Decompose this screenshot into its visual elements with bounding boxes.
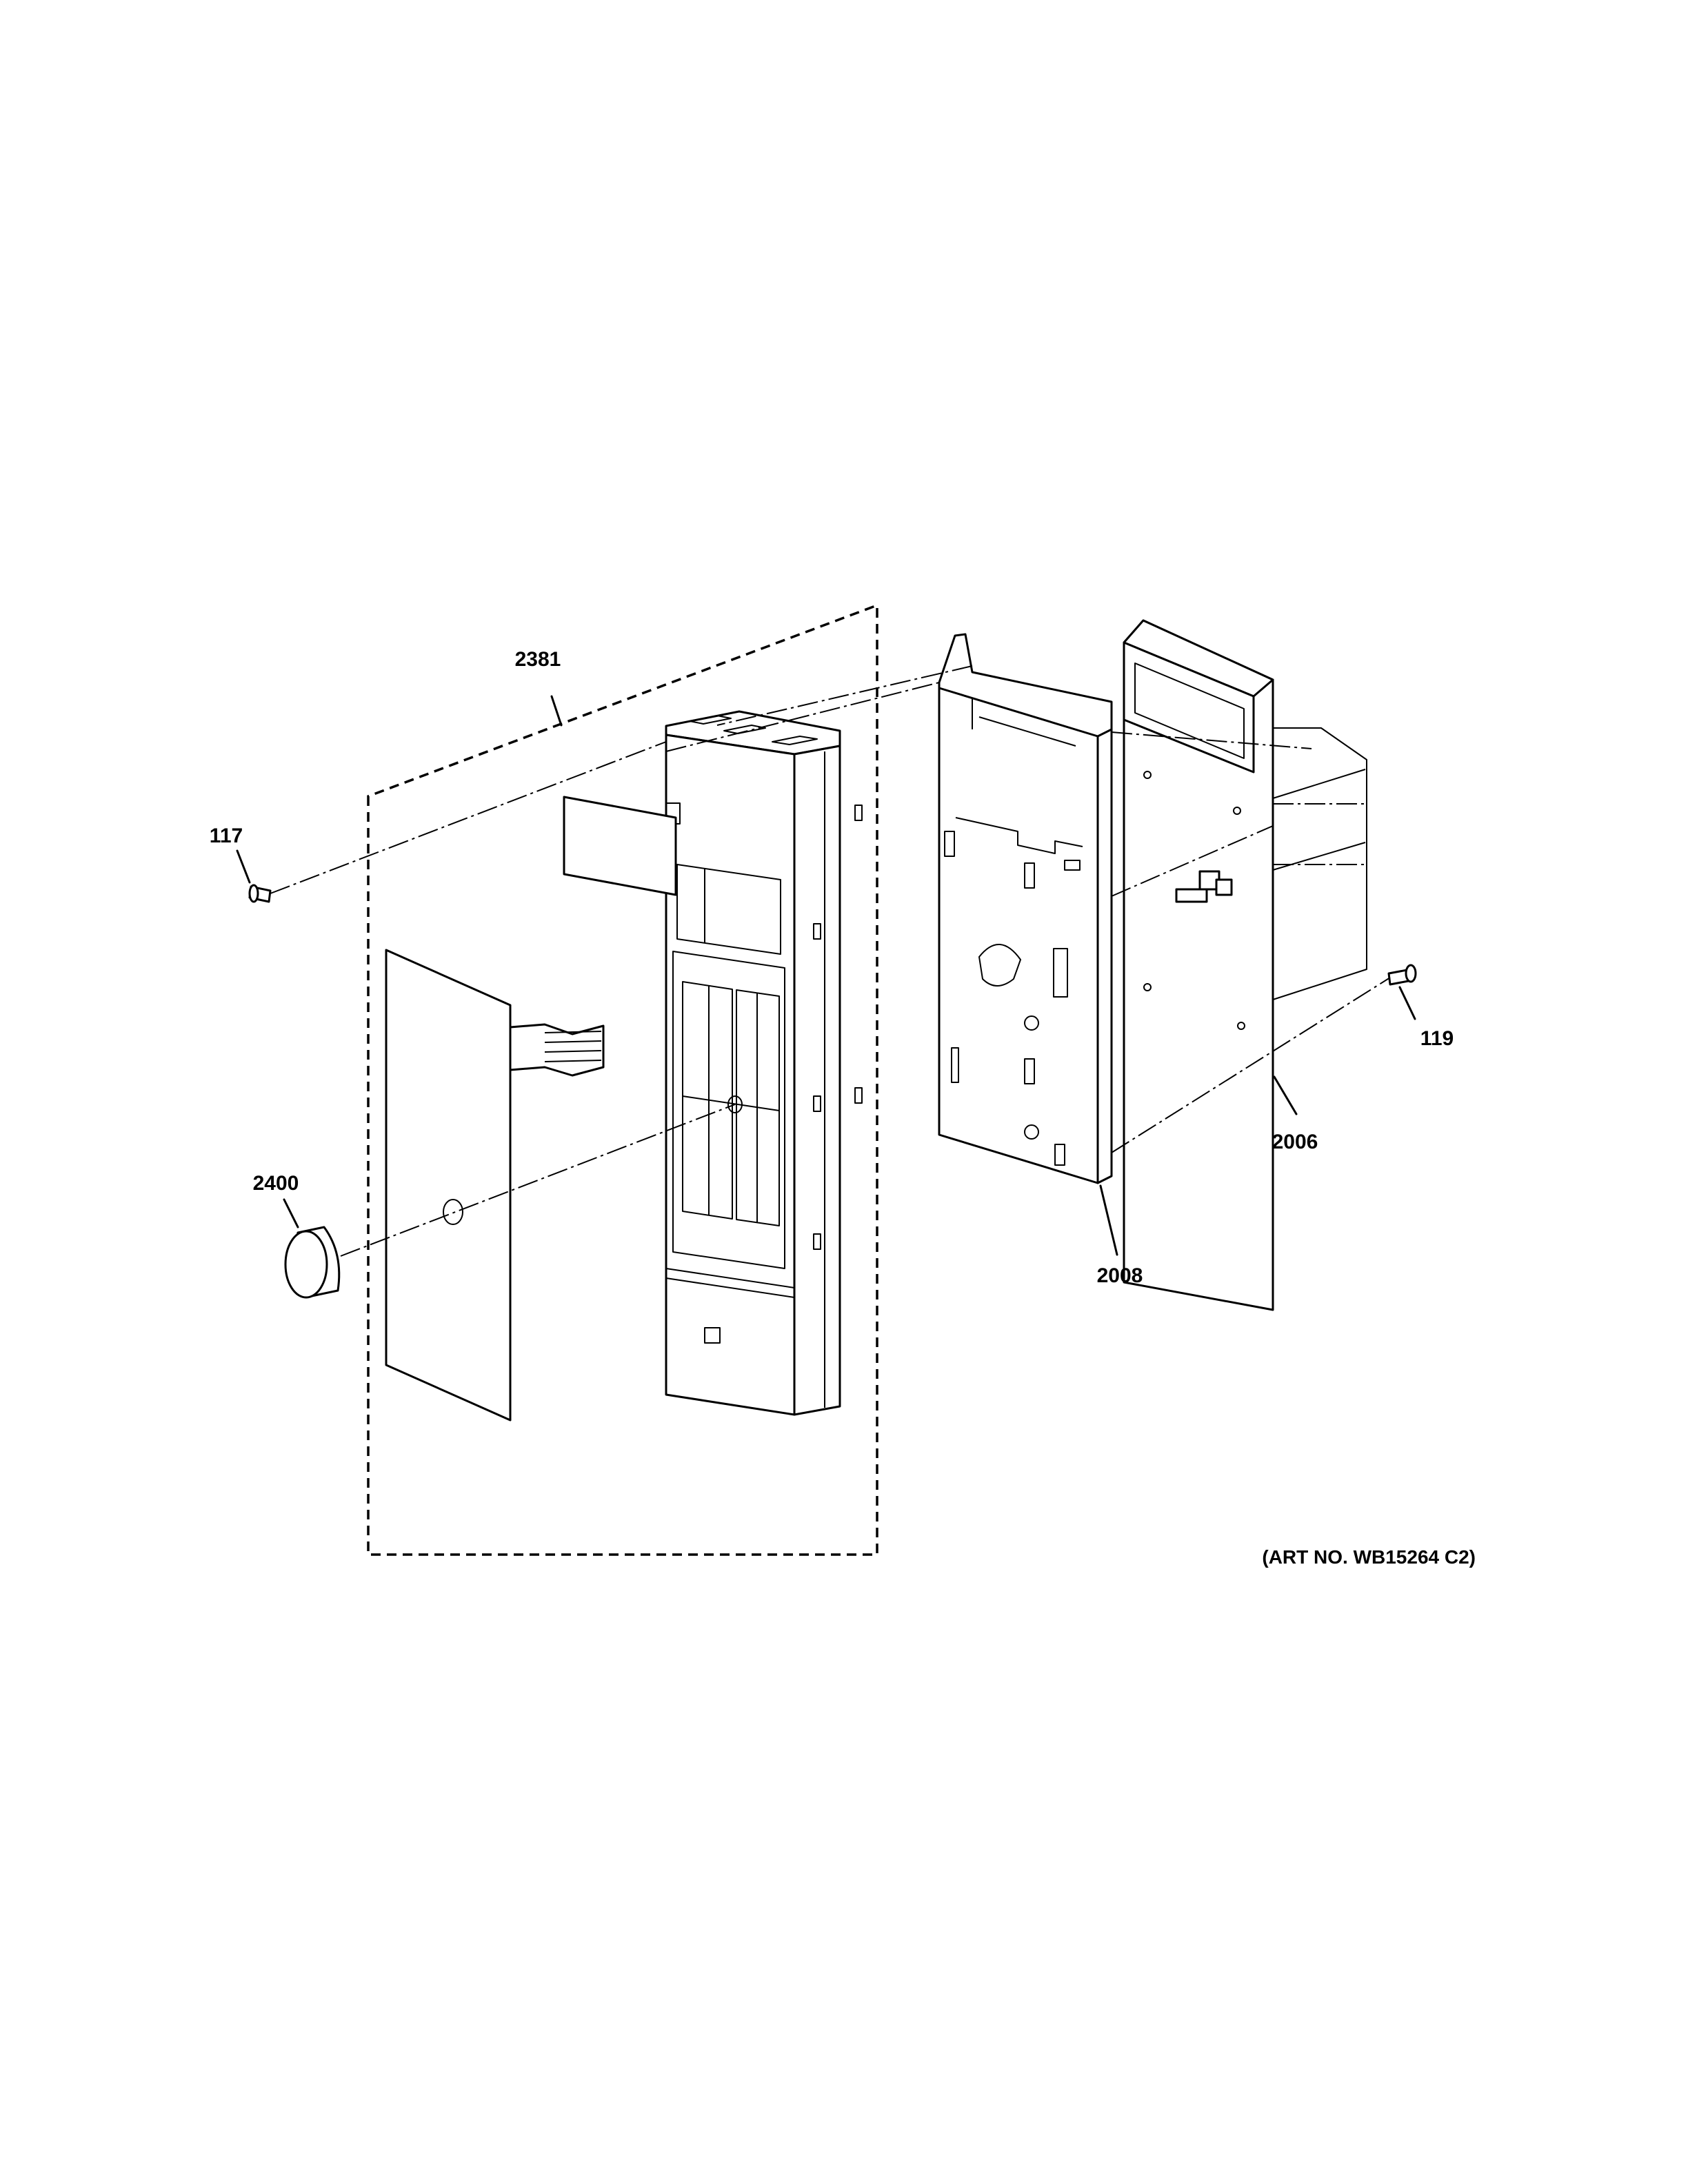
screw-119 bbox=[1387, 964, 1417, 986]
control-panel-frame bbox=[665, 710, 863, 1416]
art-number: (ART NO. WB15264 C2) bbox=[1262, 1546, 1476, 1568]
assembly-lines bbox=[270, 665, 1391, 1257]
callout-2008: 2008 bbox=[1097, 1264, 1143, 1287]
control-board-2006 bbox=[1123, 619, 1367, 1311]
callout-2006: 2006 bbox=[1272, 1131, 1318, 1153]
callout-119: 119 bbox=[1420, 1027, 1454, 1050]
knob-2400 bbox=[284, 1226, 341, 1299]
control-bracket-2008 bbox=[938, 633, 1113, 1184]
display-lens bbox=[563, 796, 677, 896]
leader-lines bbox=[236, 695, 1416, 1256]
screw-117 bbox=[248, 884, 272, 903]
assembly-2381-boundary bbox=[367, 603, 878, 1556]
membrane-switch bbox=[385, 949, 605, 1422]
callout-2381: 2381 bbox=[515, 648, 561, 671]
callout-117: 117 bbox=[210, 825, 243, 847]
callout-2400: 2400 bbox=[253, 1172, 299, 1195]
